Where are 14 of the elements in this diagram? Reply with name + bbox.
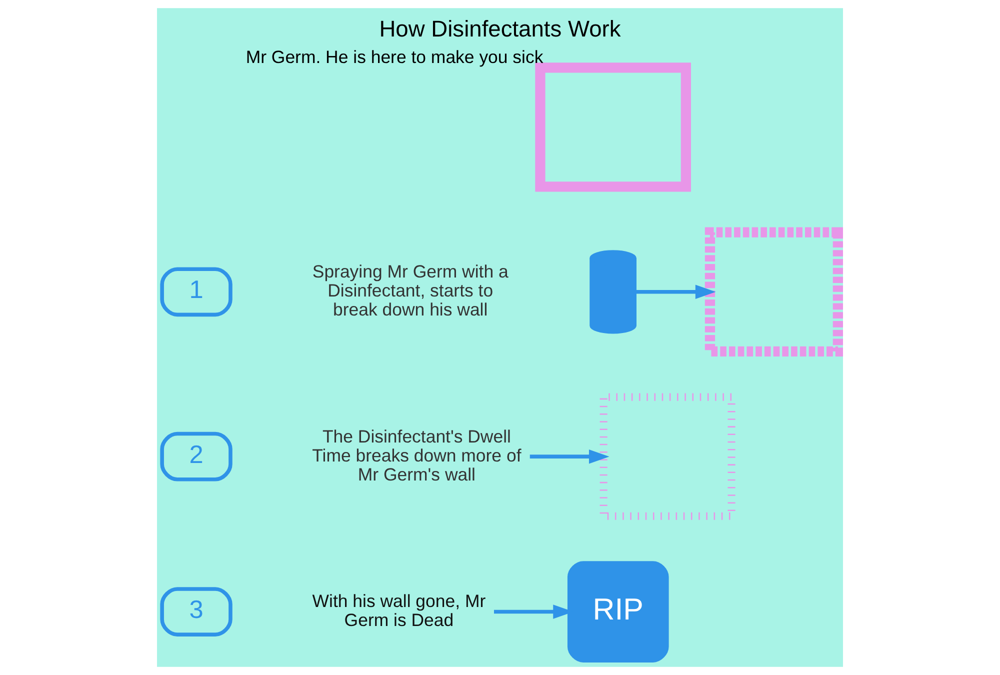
node-text: The Disinfectant's Dwell Time breaks down more of Mr Germ's wall [312,426,522,484]
node-text: Spraying Mr Germ with a Disinfectant, starts to break down his wall [312,262,508,320]
node-box: 2 [160,432,232,482]
node-text: With his wall gone, Mr Germ is Dead [312,590,486,630]
node-box: RIP [567,561,669,662]
node-box: 1 [160,267,232,317]
node-box [535,62,691,192]
arrow [636,284,716,299]
node-box: 3 [160,587,232,636]
node-box [600,393,736,520]
arrow [530,449,610,464]
node-label: Mr Germ. He is here to make you sick [246,46,544,67]
diagram-title: How Disinfectants Work [379,15,621,42]
node-box [704,227,843,356]
